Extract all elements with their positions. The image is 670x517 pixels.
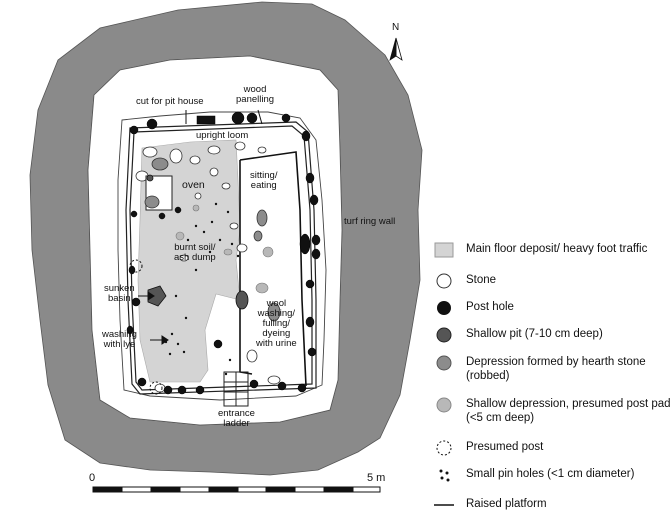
raised-platform-symbol: [434, 504, 454, 506]
legend-item-raised-platform: Raised platform: [432, 497, 670, 513]
legend-text: Depression formed by hearth stone (robbe…: [466, 356, 646, 382]
scale-start-label: 0: [89, 472, 96, 484]
legend-item-shallow-depression: Shallow depression, presumed post pad (<…: [432, 397, 670, 425]
legend-text: Main floor deposit/ heavy foot traffic: [466, 243, 648, 255]
presumed-posts: [129, 259, 163, 395]
floor-deposit-swatch: [434, 242, 454, 258]
label-washing-with-lye: washing with lye: [102, 329, 137, 350]
raised-platform-line: [239, 151, 307, 387]
presumed-post-symbol: [436, 440, 452, 456]
shallow-pit-symbol: [436, 327, 452, 343]
shallow-pits: [146, 174, 249, 310]
scale-bar: [92, 486, 381, 493]
label-wool-washing: wool washing/ fulling/ dyeing with urine: [256, 298, 297, 349]
stone-symbol: [436, 273, 452, 289]
shallow-depression-symbol: [436, 397, 452, 413]
legend-text: Shallow depression, presumed post pad (<…: [466, 398, 670, 424]
label-upright-loom: upright loom: [196, 130, 249, 141]
shallow-depressions: [175, 204, 274, 294]
hearth-depression-symbol: [436, 355, 452, 371]
legend-item-presumed-post: Presumed post: [432, 440, 670, 456]
label-wood-panelling: wood panelling: [236, 84, 275, 105]
label-sunken-basin: sunken basin: [104, 283, 135, 304]
hearth-depressions: [144, 157, 281, 322]
label-sitting-eating: sitting/ eating: [250, 170, 278, 191]
legend-text: Post hole: [466, 301, 514, 313]
legend-text: Stone: [466, 274, 497, 286]
legend-text: Shallow pit (7-10 cm deep): [466, 328, 603, 340]
north-label: N: [392, 22, 400, 33]
legend-item-floor-deposit: Main floor deposit/ heavy foot traffic: [432, 242, 670, 258]
entrance-ladder: [223, 371, 249, 407]
label-oven: oven: [182, 179, 205, 191]
legend-text: Small pin holes (<1 cm diameter): [466, 468, 635, 480]
oven-structure: [145, 175, 173, 211]
legend-item-pin-holes: Small pin holes (<1 cm diameter): [432, 467, 670, 483]
pin-holes-symbol: [439, 469, 450, 482]
label-cut-for-pit-house: cut for pit house: [136, 96, 204, 107]
legend-item-stone: Stone: [432, 273, 670, 289]
leader-lines: [138, 109, 263, 345]
label-turf-ring-wall: turf ring wall: [344, 216, 396, 227]
legend-text: Presumed post: [466, 441, 544, 453]
legend-item-shallow-pit: Shallow pit (7-10 cm deep): [432, 327, 670, 343]
scale-end-label: 5 m: [367, 472, 386, 484]
post-hole-symbol: [437, 301, 451, 315]
label-entrance-ladder: entrance ladder: [218, 408, 255, 429]
legend-item-hearth-depression: Depression formed by hearth stone (robbe…: [432, 355, 670, 383]
north-arrow-icon: [389, 37, 403, 61]
label-burnt-soil: burnt soil/ ash dump: [174, 242, 216, 263]
legend-text: Raised platform: [466, 498, 547, 510]
legend-item-post-hole: Post hole: [432, 300, 670, 316]
